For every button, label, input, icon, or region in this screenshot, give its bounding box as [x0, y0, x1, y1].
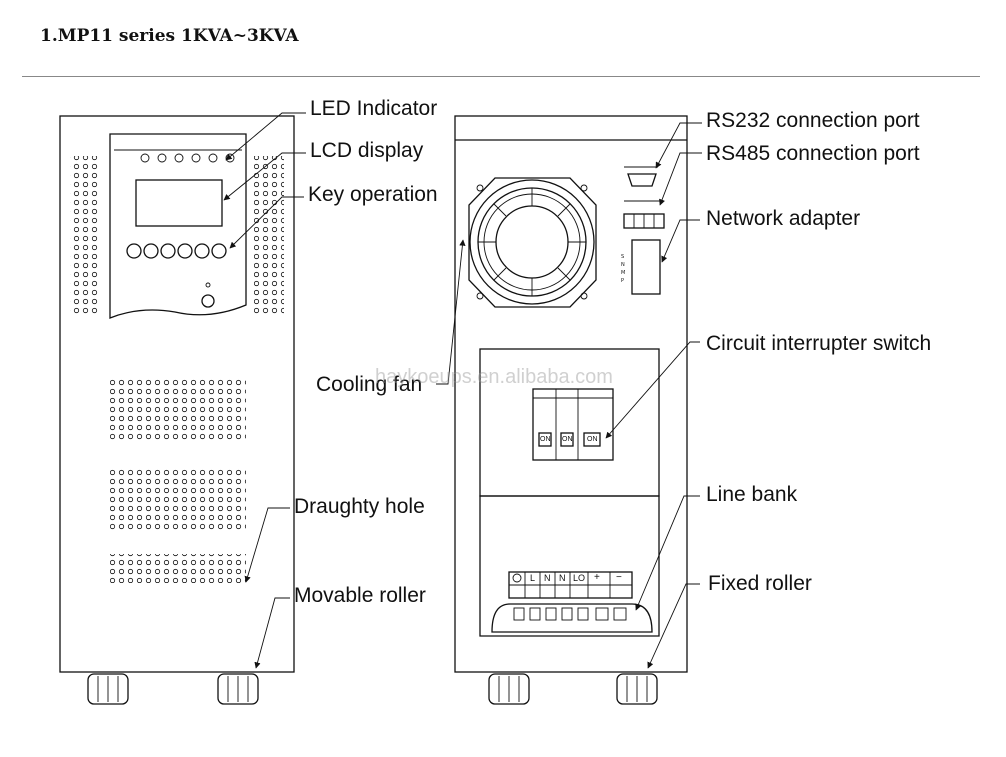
led-dot	[157, 153, 167, 163]
led-dot	[174, 153, 184, 163]
label-key-operation: Key operation	[308, 183, 438, 206]
front-view	[59, 115, 295, 705]
label-lcd-display: LCD display	[310, 139, 424, 162]
front-wheel	[87, 673, 129, 705]
front-cabinet	[59, 115, 295, 673]
label-fixed-roller: Fixed roller	[708, 572, 812, 595]
led-dot	[208, 153, 218, 163]
svg-text:N: N	[621, 262, 625, 268]
label-rs485: RS485 connection port	[706, 142, 920, 165]
key-button	[194, 243, 210, 259]
terminal-panel	[479, 495, 660, 637]
rear-leaders	[436, 122, 702, 669]
rear-view: S N M P	[454, 115, 688, 705]
terminal-label: −	[616, 572, 622, 583]
label-circuit-switch: Circuit interrupter switch	[706, 332, 932, 355]
cooling-fan	[468, 177, 597, 308]
rear-cabinet	[454, 115, 688, 673]
key-button	[211, 243, 227, 259]
circuit-breakers	[532, 388, 614, 461]
breaker-on-label: ON	[562, 436, 573, 443]
front-wheel	[217, 673, 259, 705]
watermark: haykoeups.en.alibaba.com	[375, 366, 613, 388]
key-buttons	[126, 243, 227, 259]
front-vent-left	[70, 156, 100, 314]
led-dot	[140, 153, 150, 163]
label-cooling-fan: Cooling fan	[316, 373, 423, 396]
vent-block	[110, 554, 246, 583]
front-leaders	[223, 112, 306, 669]
power-button	[201, 294, 215, 308]
control-panel	[109, 133, 247, 319]
led-indicators	[140, 153, 235, 163]
title-divider	[22, 76, 980, 77]
key-button	[126, 243, 142, 259]
label-rs232: RS232 connection port	[706, 109, 920, 132]
led-dot	[225, 153, 235, 163]
label-movable-roller: Movable roller	[294, 584, 426, 607]
breaker-on-label: ON	[587, 436, 598, 443]
vent-block	[110, 378, 246, 442]
terminal-label: N	[559, 573, 566, 583]
network-adapter-slot: S N M P	[621, 239, 661, 295]
led-dot	[191, 153, 201, 163]
label-draughty-hole: Draughty hole	[294, 495, 425, 518]
rear-wheel	[488, 673, 530, 705]
breaker-on-label: ON	[540, 436, 551, 443]
rear-wheel	[616, 673, 658, 705]
front-vent-right	[254, 156, 284, 314]
label-line-bank: Line bank	[706, 483, 798, 506]
vent-block	[110, 467, 246, 531]
fan-guard	[468, 177, 597, 308]
svg-text:M: M	[621, 270, 625, 276]
svg-text:P: P	[621, 278, 624, 284]
line-bank	[491, 571, 653, 633]
label-led-indicator: LED Indicator	[310, 97, 438, 120]
terminal-label: N	[544, 573, 551, 583]
rs232-port	[624, 166, 658, 187]
lcd-screen	[135, 179, 223, 227]
key-button	[177, 243, 193, 259]
terminal-label: +	[594, 572, 600, 583]
terminal-label: L	[530, 573, 536, 583]
key-button	[160, 243, 176, 259]
key-button	[143, 243, 159, 259]
rs485-port	[623, 200, 665, 229]
page-title: 1.MP11 series 1KVA~3KVA	[40, 26, 299, 46]
label-network-adapter: Network adapter	[706, 207, 861, 230]
terminal-label: LO	[573, 573, 586, 583]
svg-text:S: S	[621, 254, 624, 260]
